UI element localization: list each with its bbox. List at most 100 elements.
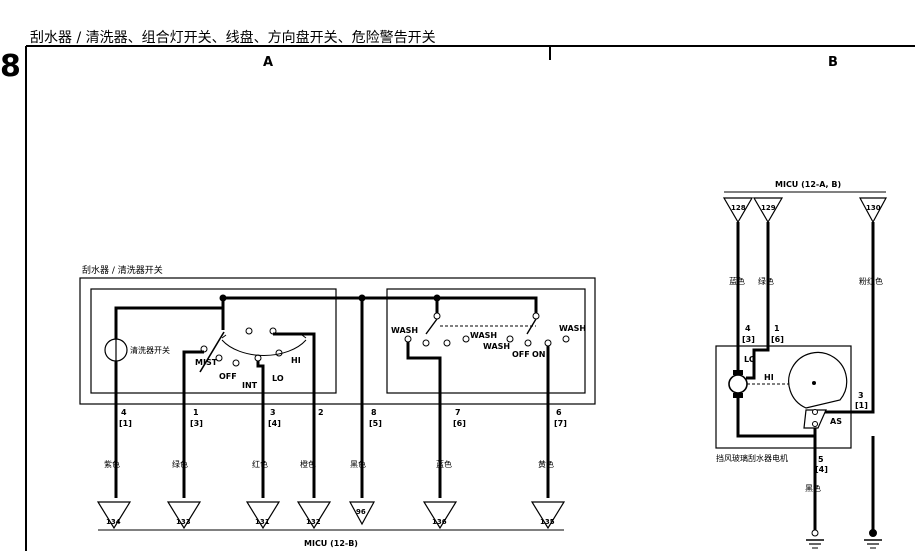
top-wire-1: 129 绿色 1 [6] (752, 197, 784, 344)
terminal-number: 132 (306, 518, 321, 526)
motor-lo-label: LO (744, 355, 756, 364)
terminal-triangle (422, 501, 458, 530)
motor-label: 挡风玻璃刮水器电机 (716, 453, 788, 463)
terminal-number: 134 (106, 518, 121, 526)
washer-switch-label: 清洗器开关 (130, 345, 170, 355)
auto-stop-cam (788, 351, 848, 409)
wiper-pos-hi: HI (291, 356, 301, 365)
wire-alt-pin: [6] (771, 335, 784, 344)
switch-assembly-box (79, 277, 596, 405)
auto-stop-contact (812, 409, 818, 415)
wire-pin: 6 (556, 408, 562, 417)
wire-pin: 8 (371, 408, 377, 417)
terminal-triangle (752, 197, 784, 224)
wire-junction-dots (219, 294, 441, 302)
wire-alt-pin: [5] (369, 419, 382, 428)
wire-color: 橙色 (300, 459, 316, 469)
wire-color: 粉红色 (859, 276, 883, 286)
terminal-triangle (245, 501, 281, 530)
terminal-triangle (166, 501, 202, 530)
terminal-number: 129 (761, 204, 776, 212)
washer-pos-wash-right: WASH (559, 324, 586, 333)
wire-pin: 2 (318, 408, 324, 417)
auto-stop-contact-2 (812, 421, 818, 427)
micu-bottom-label: MICU (12-B) (304, 539, 358, 548)
wiper-pos-lo: LO (272, 374, 284, 383)
auto-stop-switch (803, 409, 827, 429)
terminal-number: 130 (866, 204, 881, 212)
wire-color: 黑色 (350, 459, 366, 469)
wire-color: 红色 (252, 459, 268, 469)
terminal-number: 135 (540, 518, 555, 526)
terminal-number: 136 (432, 518, 447, 526)
washer-switch-box (386, 288, 586, 394)
ground-pin: 5 (818, 455, 824, 464)
terminal-number: 133 (176, 518, 191, 526)
wire-pin: 1 (193, 408, 199, 417)
motor-hi-label: HI (764, 373, 774, 382)
wiper-switch-arc (221, 339, 307, 356)
bottom-wire-5: 7 [6] 蓝色 136 (422, 408, 466, 530)
motor-brush-bottom (733, 393, 743, 398)
terminal-triangle (858, 197, 888, 224)
bottom-wire-6: 6 [7] 黄色 135 (530, 408, 567, 530)
top-wire-2: 130 粉红色 3 [1] (855, 197, 888, 410)
washer-pos-wash-left: WASH (391, 326, 418, 335)
wiper-pos-off: OFF (219, 372, 237, 381)
washer-pos-wash-mid: WASH (470, 331, 497, 340)
motor-as-label: AS (830, 417, 842, 426)
column-b-label: B (828, 55, 838, 70)
ground-color: 黑色 (805, 483, 821, 493)
wiper-pos-mist: MIST (195, 358, 218, 367)
wire-alt-pin: [7] (554, 419, 567, 428)
wire-alt-pin: [1] (119, 419, 132, 428)
wire-alt-pin: [3] (190, 419, 203, 428)
wire-pin: 4 (121, 408, 127, 417)
wiper-pos-int: INT (242, 381, 258, 390)
terminal-triangle (348, 501, 376, 526)
wiper-switch-box (90, 288, 337, 394)
motor-brush-top (733, 370, 743, 375)
motor-wiring (736, 222, 875, 530)
terminal-number: 128 (731, 204, 746, 212)
bottom-wire-4: 8 [5] 黑色 96 (348, 408, 382, 526)
wire-pin: 3 (858, 391, 864, 400)
wire-pin: 4 (745, 324, 751, 333)
terminal-number: 131 (255, 518, 270, 526)
ground-alt-pin: [4] (815, 465, 828, 474)
wire-color: 紫色 (104, 459, 120, 469)
wire-pin: 1 (774, 324, 780, 333)
micu-top-label: MICU (12-A, B) (775, 180, 841, 189)
cam-center (812, 381, 816, 385)
terminal-number: 96 (356, 508, 366, 516)
washer-pos-off: OFF (512, 350, 530, 359)
bottom-wire-0: 4 [1] 紫色 134 (96, 408, 132, 530)
wire-color: 绿色 (172, 459, 188, 469)
ground-symbol-right (864, 529, 882, 549)
motor-box (715, 345, 852, 449)
motor-symbol (728, 374, 748, 394)
terminal-triangle (530, 501, 566, 530)
wire-alt-pin: [6] (453, 419, 466, 428)
wire-pin: 7 (455, 408, 461, 417)
washer-pos-wash-sub: WASH (483, 342, 510, 351)
terminal-triangle (96, 501, 132, 530)
wire-color: 绿色 (758, 276, 774, 286)
column-a-label: A (263, 55, 273, 70)
switch-box-label: 刮水器 / 清洗器开关 (82, 264, 163, 276)
section-number: 8 (0, 49, 21, 84)
bottom-wire-3: 2 橙色 132 (296, 408, 332, 530)
washer-pos-on: ON (532, 350, 546, 359)
wire-alt-pin: [1] (855, 401, 868, 410)
wire-alt-pin: [4] (268, 419, 281, 428)
wire-alt-pin: [3] (742, 335, 755, 344)
bottom-wire-1: 1 [3] 绿色 133 (166, 408, 203, 530)
wire-color: 黄色 (538, 459, 554, 469)
ground-symbol-left (806, 529, 824, 549)
wiper-switch-blade (199, 331, 225, 373)
bottom-wire-2: 3 [4] 红色 131 (245, 408, 281, 530)
terminal-triangle (722, 197, 754, 224)
terminal-triangle (296, 501, 332, 530)
